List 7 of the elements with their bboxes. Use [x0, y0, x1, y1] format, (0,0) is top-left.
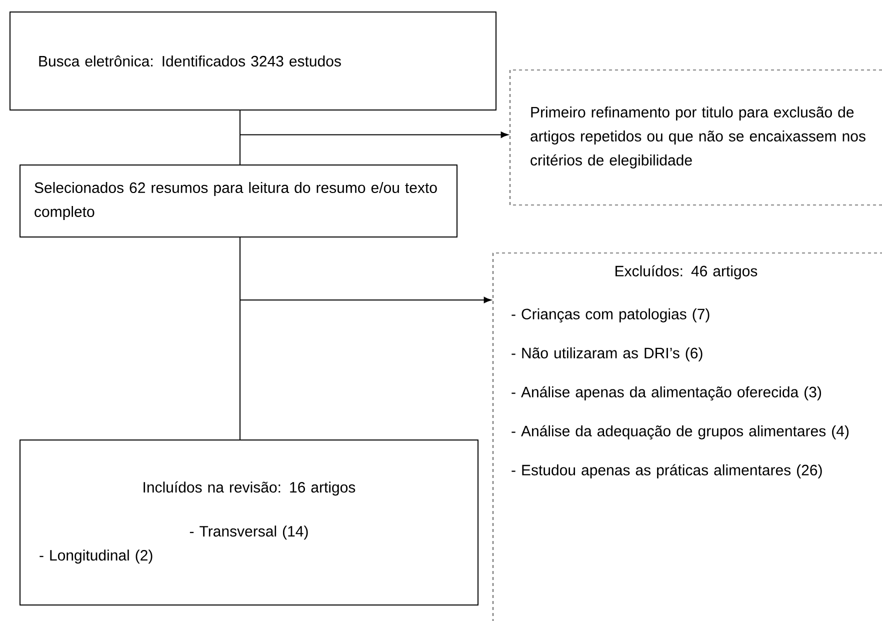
process-box: Incluídos na revisão: 16 artigos - Transversal (14) - Longitudinal (2) — [20, 440, 478, 606]
arrow — [240, 236, 492, 304]
arrow — [240, 110, 508, 138]
note-box: Primeiro refinamento por titulo para exclusão de artigos repetidos ou que não se encaixassem nos critérios de elegibilidade — [510, 70, 882, 206]
exclusion-box: Excluídos: 46 artigos - Crianças com patologias (7) - Não utilizaram as DRI’s (6) - Análise apenas da alimentação oferecida (3) - Análise da adequação de grupos alimentares (4) - Estudou apenas as práticas alimentares (26) — [492, 252, 882, 621]
process-box: Busca eletrônica: Identificados 3243 estudos — [10, 12, 496, 110]
process-box: Selecionados 62 resumos para leitura do resumo e/ou texto completo — [20, 164, 458, 238]
